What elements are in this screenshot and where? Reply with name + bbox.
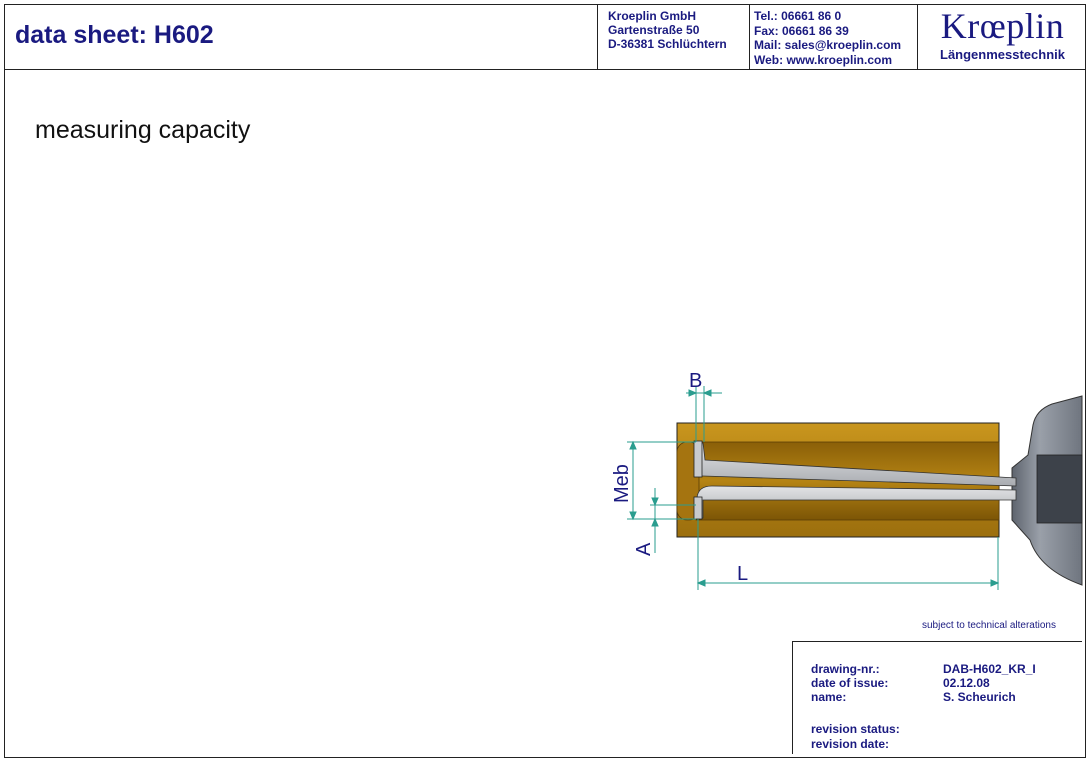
logo-subtitle: Längenmesstechnik xyxy=(940,47,1065,62)
email[interactable]: Mail: sales@kroeplin.com xyxy=(754,38,902,52)
revision-status-label: revision status: xyxy=(811,722,900,736)
dim-label-a: A xyxy=(633,542,655,556)
street: Gartenstraße 50 xyxy=(608,23,700,37)
title-block-values: DAB-H602_KR_I 02.12.08 S. Scheurich xyxy=(943,662,1036,704)
header: data sheet: H602 Kroeplin GmbH Gartenstr… xyxy=(5,5,1085,70)
website[interactable]: Web: www.kroeplin.com xyxy=(754,52,893,67)
title-cell: data sheet: H602 xyxy=(5,5,598,69)
sheet-title: data sheet: H602 xyxy=(15,21,214,49)
title-block-labels: drawing-nr.: date of issue: name: xyxy=(811,662,888,704)
gauge-body xyxy=(1011,395,1083,586)
phone: Tel.: 06661 86 0 xyxy=(754,9,842,23)
logo-wordmark: Krœplin xyxy=(940,6,1065,46)
city: D-36381 Schlüchtern xyxy=(608,37,727,51)
dim-label-meb: Meb xyxy=(611,464,633,503)
dim-label-b: B xyxy=(689,370,702,392)
measuring-arms xyxy=(693,440,1017,520)
date-of-issue-label: date of issue: xyxy=(811,676,889,690)
title-block: drawing-nr.: date of issue: name: DAB-H6… xyxy=(792,641,1082,754)
section-heading: measuring capacity xyxy=(35,116,251,144)
date-of-issue-value: 02.12.08 xyxy=(943,676,990,690)
contact-block: Tel.: 06661 86 0 Fax: 06661 86 39 Mail: … xyxy=(750,5,918,69)
revision-block: revision status: revision date: xyxy=(811,722,900,752)
company-name: Kroeplin GmbH xyxy=(608,9,697,23)
fax: Fax: 06661 86 39 xyxy=(754,23,849,38)
revision-date-label: revision date: xyxy=(811,737,890,751)
drawing-nr-value: DAB-H602_KR_I xyxy=(943,662,1036,676)
dimension-lines xyxy=(627,386,1000,590)
data-sheet-frame: data sheet: H602 Kroeplin GmbH Gartenstr… xyxy=(4,4,1086,758)
alterations-note: subject to technical alterations xyxy=(922,620,1056,631)
name-label: name: xyxy=(811,690,847,704)
address-block: Kroeplin GmbH Gartenstraße 50 D-36381 Sc… xyxy=(598,5,750,69)
logo: Krœplin Längenmesstechnik xyxy=(918,5,1087,69)
name-value: S. Scheurich xyxy=(943,690,1016,704)
drawing-nr-label: drawing-nr.: xyxy=(811,662,880,676)
dim-label-l: L xyxy=(737,563,748,585)
